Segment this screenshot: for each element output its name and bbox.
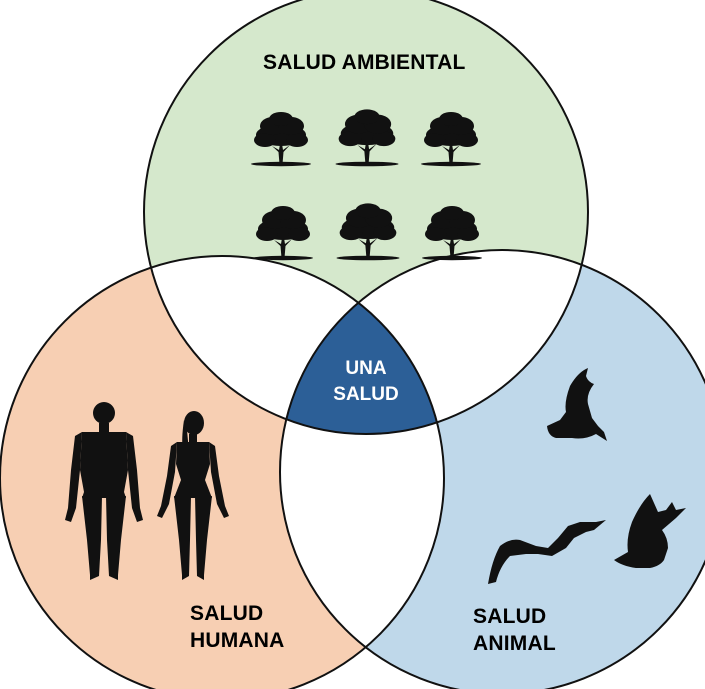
bat-icon <box>614 494 686 568</box>
human-health-label: SALUD HUMANA <box>190 600 285 654</box>
one-health-label-line2: SALUD <box>333 384 399 405</box>
bat-icon <box>547 368 607 441</box>
environmental-health-label: SALUD AMBIENTAL <box>263 51 466 74</box>
human-health-label-line1: SALUD <box>190 602 264 625</box>
animal-health-label-line1: SALUD <box>473 605 547 628</box>
bat-icon <box>488 520 606 584</box>
one-health-label: UNA SALUD <box>321 356 411 408</box>
animal-health-label: SALUD ANIMAL <box>473 603 556 657</box>
environmental-circle-outline <box>143 0 589 435</box>
one-health-label-line1: UNA <box>345 358 387 379</box>
animal-health-label-line2: ANIMAL <box>473 632 556 655</box>
animal-circle-outline <box>279 249 705 689</box>
one-health-center-region <box>280 256 444 434</box>
human-circle-outline <box>0 255 445 689</box>
human-health-label-line2: HUMANA <box>190 629 285 652</box>
